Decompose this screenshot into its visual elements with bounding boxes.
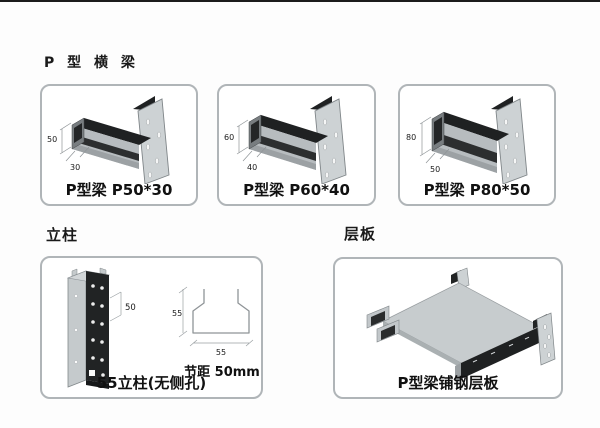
beam-end-section [74,123,82,143]
dim-width-label: 30 [70,163,80,172]
beam-top-face [72,118,151,145]
beam-card-p60-40: 60 40 P型梁 P60*40 [217,84,376,206]
beam-card-p80-50: 80 50 P型梁 P80*50 [398,84,556,206]
beam-step-shadow [249,132,316,161]
column-side-dim-label: 50 [125,303,136,313]
beam-caption: P型梁 P60*40 [243,181,350,199]
left-beam-stub-section [371,311,385,326]
dim-width-label: 40 [247,163,257,172]
front-beam [461,327,539,379]
column-card: 50 55 55 节距 50mm 55立柱(无侧孔) [40,256,263,399]
left-beam-stub-section [381,325,395,340]
beam-end-section [434,117,442,145]
bracket-plate [137,98,170,184]
pitch-label: 节距 50mm [184,365,260,380]
column-caption: 55立柱(无侧孔) [96,374,207,392]
dim-lines-height [419,116,432,157]
shelf-panel-edge-left [383,321,465,370]
beam-step-shadow [432,131,497,163]
column-foot [86,380,109,389]
shelf-illustration [366,267,556,381]
dim-lines-height [59,122,72,155]
bracket-plate [314,98,347,184]
beam-illustration: 60 40 [224,96,347,184]
section-height-dim-label: 55 [172,309,182,318]
beam-bottom-lip [72,143,139,169]
top-rule [0,0,600,2]
column-top-tab [99,267,107,275]
section-profile-outline [192,289,250,334]
dim-lines-width [425,148,450,164]
front-beam-end-cap [455,363,461,381]
section-dim-height-lines [178,286,188,338]
column-illustration: 50 [66,267,136,389]
dim-lines-pitch [109,291,122,322]
dim-height-label: 60 [224,133,234,142]
beam-bottom-lip [432,145,497,173]
front-beam-slots [472,336,530,363]
dim-lines-width [242,146,267,162]
beam-top-face [432,112,509,141]
beam-bottom-lip [249,143,316,170]
beam-caption: P型梁 P50*30 [65,181,173,199]
beam-top-face [249,115,328,143]
beam-caption: P型梁 P80*50 [423,181,531,199]
shelf-card: P型梁铺钢层板 [333,257,563,399]
column-section-illustration: 55 55 [172,286,254,357]
section-dim-width-lines [189,339,254,347]
beam-card-p50-30: 50 30 P型梁 P50*30 [40,84,198,206]
dim-width-label: 50 [430,165,440,174]
shelf-caption: P型梁铺钢层板 [397,374,499,392]
dim-height-label: 50 [47,135,57,144]
beam-end-section [251,120,259,143]
beam-step-shadow [72,134,139,161]
section-title-column: 立柱 [46,226,79,244]
right-bracket-plate [536,312,556,366]
beam-illustration: 50 30 [47,96,170,184]
column-front-face [86,271,109,384]
section-title-shelf: 层板 [344,225,377,243]
dim-height-label: 80 [406,133,416,142]
dim-lines-width [65,146,90,162]
section-width-dim-label: 55 [216,348,226,357]
bracket-plate [495,98,528,184]
section-title-p-beams: P 型 横 梁 [44,55,139,71]
beam-illustration: 80 50 [406,96,528,184]
column-bottom-hole [89,370,95,376]
dim-lines-height [236,119,249,155]
